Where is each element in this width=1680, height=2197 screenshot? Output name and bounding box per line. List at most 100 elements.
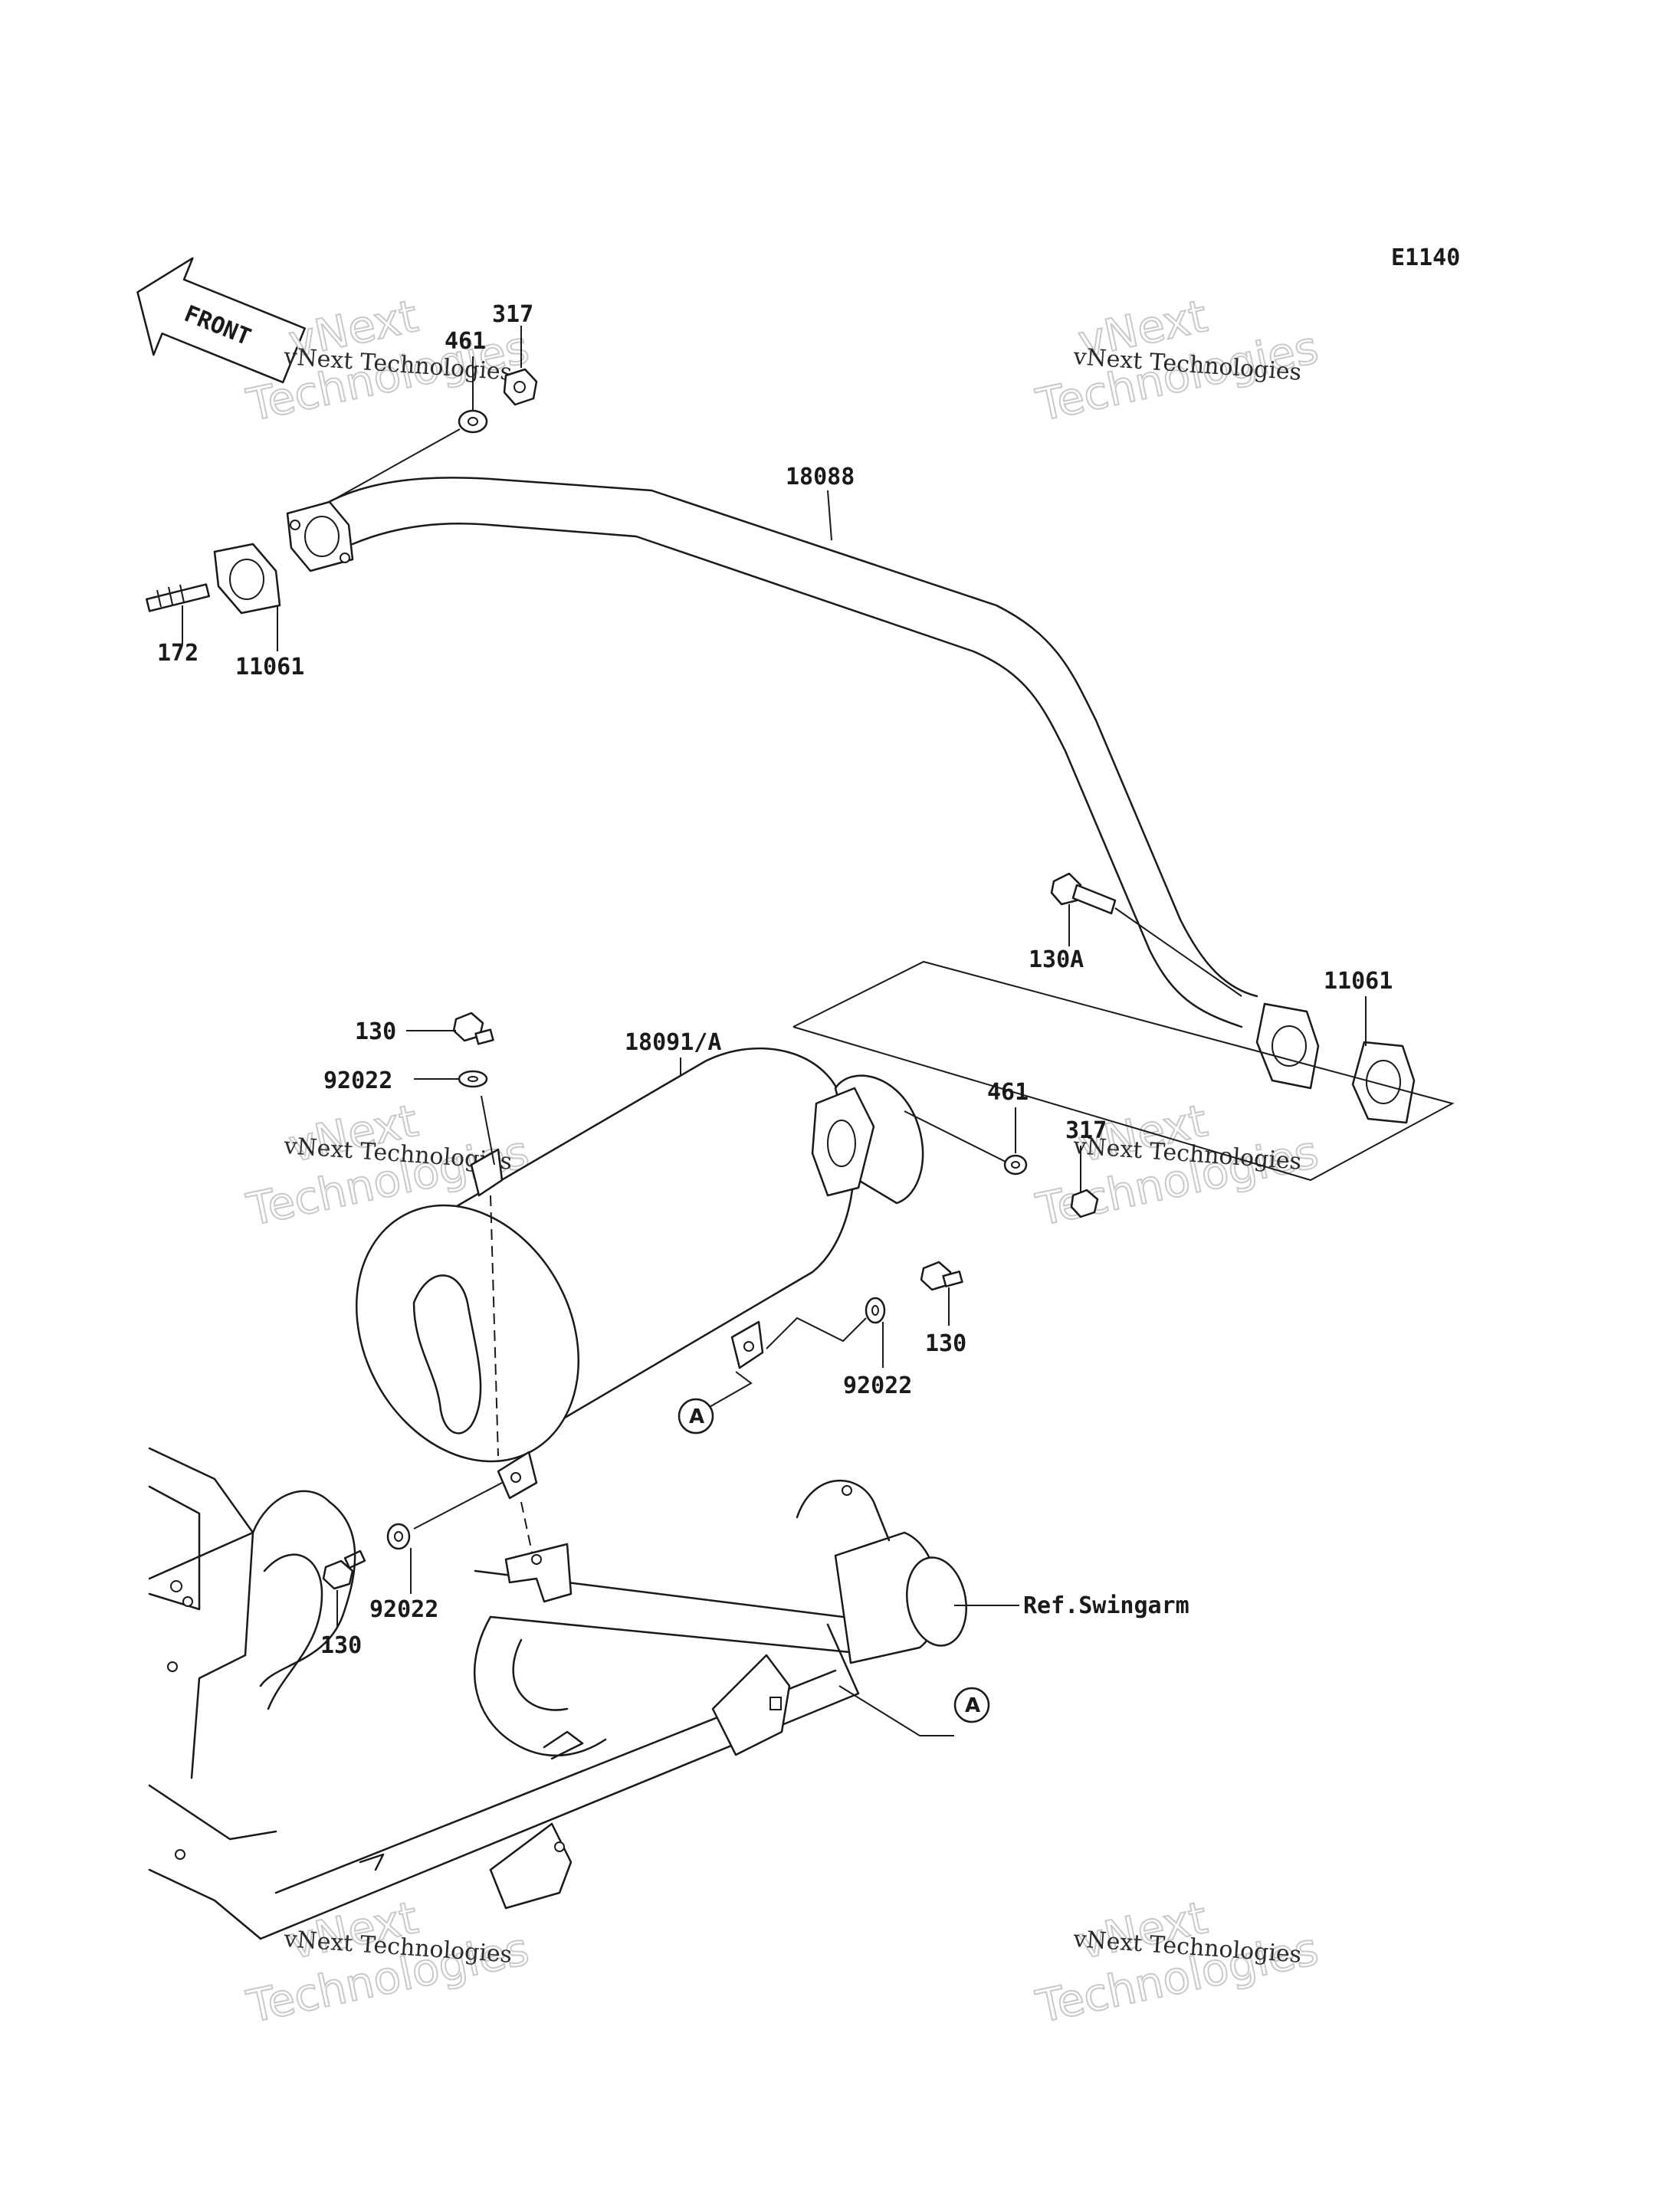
stud-thread xyxy=(156,589,162,608)
washer-92022-a-hole xyxy=(468,1076,478,1082)
gasket-11061-right xyxy=(1351,1041,1416,1124)
bolt-130-c xyxy=(322,1549,366,1590)
frame-bolt-hole xyxy=(175,1849,185,1860)
label-130A: 130A xyxy=(1029,946,1084,973)
frame-left-plate xyxy=(148,1485,201,1611)
label-461-top: 461 xyxy=(445,328,486,355)
pipe-lower-edge xyxy=(351,523,1243,1028)
rail-bracket-upper xyxy=(711,1654,791,1756)
frame-left-edge xyxy=(148,1447,254,1779)
label-18091A: 18091/A xyxy=(625,1029,721,1056)
muffler-tailpipe xyxy=(412,1274,482,1435)
frame-bolt-hole xyxy=(167,1661,178,1672)
bracket-alignment-line xyxy=(520,1501,533,1556)
washer-92022-c-alignment-line xyxy=(413,1482,503,1530)
washer-92022-a xyxy=(458,1070,488,1088)
washer-461-hole xyxy=(468,417,478,426)
ref-marker-a1: A xyxy=(678,1398,714,1435)
label-ref-swingarm: Ref.Swingarm xyxy=(1023,1592,1189,1619)
flange-bolt-hole xyxy=(340,553,350,563)
bolt-130-a-shank xyxy=(474,1028,494,1045)
muffler-centerline xyxy=(490,1195,499,1457)
frame-lower-rail xyxy=(148,1784,277,1841)
muffler-inlet-port xyxy=(827,1120,856,1167)
label-92022-a: 92022 xyxy=(323,1067,392,1094)
washer-92022-c xyxy=(386,1523,411,1550)
label-461-mid: 461 xyxy=(987,1079,1029,1106)
label-130-c: 130 xyxy=(320,1632,362,1659)
rail-bracket-slot xyxy=(769,1697,782,1710)
pipe-upper-edge xyxy=(320,477,1258,998)
nut-317-mid xyxy=(1070,1189,1099,1218)
stud-thread xyxy=(179,584,185,603)
washer-461-mid xyxy=(1003,1154,1028,1176)
leader-ref-a2 xyxy=(838,1685,954,1736)
frame-bolt-hole xyxy=(170,1580,182,1592)
bolt-130-a xyxy=(452,1012,494,1045)
flange-bolt-hole xyxy=(290,520,300,530)
callout-labels: 317 461 18088 172 11061 130A 11061 18091… xyxy=(157,301,1393,1659)
washer-92022-a-alignment-line xyxy=(481,1095,495,1166)
watermark-mid-right: vNext Technologies xyxy=(1031,1094,1324,1237)
watermark-line1: vNext xyxy=(1074,1094,1212,1172)
nut-317-mid-body xyxy=(1070,1189,1099,1218)
frame-crossbar xyxy=(148,1531,254,1580)
leader-lines xyxy=(182,326,1367,1736)
rail-bracket-hole xyxy=(554,1841,565,1852)
swingarm-upper-bracket xyxy=(796,1479,891,1542)
rail-clip xyxy=(359,1853,385,1871)
swingarm-bracket-hole xyxy=(842,1485,852,1496)
exhaust-pipe-18088 xyxy=(286,477,1320,1090)
washer-461-top xyxy=(458,409,488,434)
washer-92022-c-hole xyxy=(394,1531,403,1542)
front-arrow-icon xyxy=(136,257,306,384)
stud-172 xyxy=(146,583,210,612)
frame-curved-tube xyxy=(251,1490,356,1687)
diagram-code: E1140 xyxy=(1391,244,1460,271)
stud-alignment-line xyxy=(329,428,461,503)
frame-bolt-hole xyxy=(182,1596,193,1607)
label-11061-right: 11061 xyxy=(1324,968,1393,995)
swingarm-lower-curve-inner xyxy=(512,1638,569,1711)
label-18088: 18088 xyxy=(786,464,855,490)
muffler-inlet-alignment-line xyxy=(904,1110,1012,1166)
label-172: 172 xyxy=(157,640,199,667)
front-arrow: FRONT xyxy=(136,257,306,384)
bolt-130A-shank xyxy=(1071,884,1117,915)
swingarm-pivot-end xyxy=(905,1556,968,1647)
pipe-front-port xyxy=(304,516,340,557)
muffler-bottom-tab-hole xyxy=(510,1472,521,1483)
ref-marker-a2: A xyxy=(953,1687,990,1723)
washer-461-mid-hole xyxy=(1011,1161,1020,1169)
ref-a1-letter: A xyxy=(689,1405,704,1428)
frame-swingarm xyxy=(148,1447,968,1940)
label-92022-c: 92022 xyxy=(369,1596,438,1623)
gasket-right-port xyxy=(1366,1060,1401,1104)
gasket-left-port xyxy=(229,559,264,600)
muffler-side-tab-hole xyxy=(743,1341,754,1352)
rail-clip xyxy=(543,1730,584,1760)
bolt-130-c-head xyxy=(322,1559,354,1590)
pipe-rear-port xyxy=(1271,1025,1307,1067)
stud-thread xyxy=(168,586,173,605)
label-11061-left: 11061 xyxy=(235,654,304,680)
label-130-a: 130 xyxy=(355,1018,396,1045)
leader-18088 xyxy=(827,490,832,541)
gasket-11061-left xyxy=(213,543,281,615)
mount-bracket-hole xyxy=(531,1554,542,1565)
swingarm-beam-lower xyxy=(489,1615,883,1657)
stud-body xyxy=(146,583,210,612)
washer-92022-b-alignment-line xyxy=(766,1317,867,1349)
rail-bracket-lower xyxy=(489,1822,573,1910)
bolt-130A xyxy=(1050,872,1117,915)
leader-ref-a1 xyxy=(697,1371,753,1415)
ref-a2-letter: A xyxy=(965,1694,980,1717)
washer-92022-b-hole xyxy=(871,1305,879,1316)
bolt-130-b-shank xyxy=(942,1271,963,1287)
nut-317-top xyxy=(503,368,538,406)
label-92022-b: 92022 xyxy=(843,1372,912,1399)
bolt-130A-alignment-line xyxy=(1114,907,1242,997)
washer-92022-b xyxy=(865,1297,886,1324)
swingarm-lower-curve xyxy=(474,1615,607,1757)
